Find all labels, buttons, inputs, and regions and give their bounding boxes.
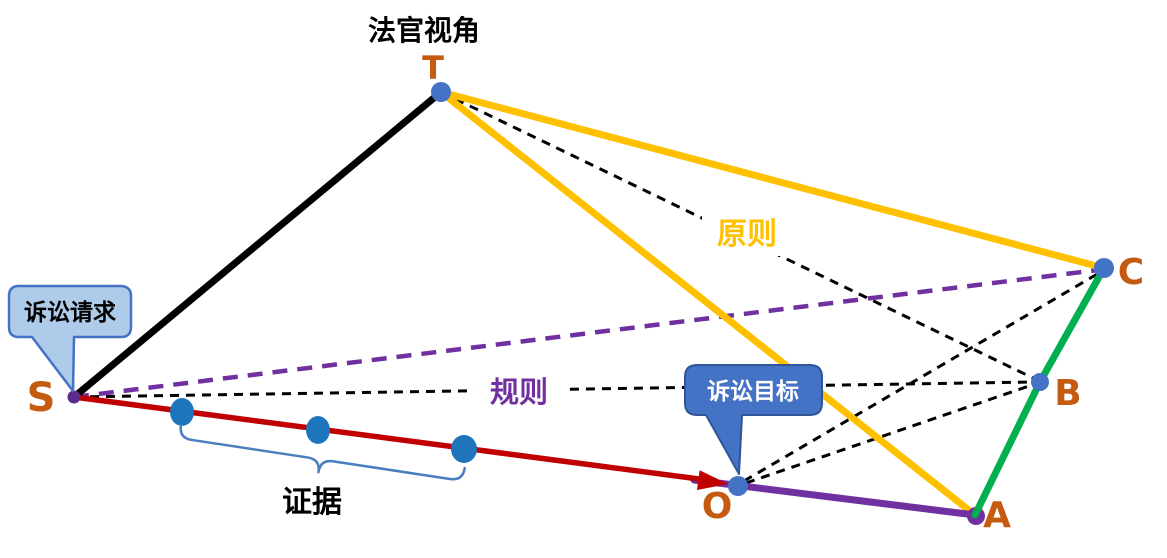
principle-line-t-c — [437, 88, 1108, 272]
diagram-title: 法官视角 — [368, 14, 480, 47]
goal-callout-label: 诉讼目标 — [707, 379, 799, 405]
claim-callout-label: 诉讼请求 — [24, 300, 116, 326]
node-b-label: B — [1054, 373, 1081, 414]
claim-callout-bubble — [7, 284, 133, 393]
node-t — [431, 82, 451, 102]
principle-label-backdrop — [702, 210, 794, 256]
node-b — [1031, 373, 1049, 391]
evidence-brace — [179, 423, 466, 481]
principle-label: 原则 — [717, 217, 777, 252]
node-o-label: O — [702, 486, 733, 527]
dashed-line-s-c — [73, 267, 1099, 400]
evidence-dot — [306, 416, 330, 444]
evidence-line-s-o — [71, 394, 702, 482]
principle-line-t-a — [437, 88, 979, 519]
node-s-label: S — [27, 375, 56, 421]
node-s — [67, 390, 81, 404]
dashed-line-o-b — [745, 383, 1033, 485]
evidence-dot — [170, 398, 194, 426]
node-c-label: C — [1118, 252, 1144, 293]
dashed-line-o-c — [743, 271, 1100, 483]
goal-callout-bubble — [684, 364, 823, 475]
node-a-label: A — [983, 495, 1011, 536]
node-t-label: T — [422, 49, 444, 87]
evidence-dot — [451, 435, 477, 463]
line-a-b-c — [971, 264, 1108, 519]
rule-label-backdrop — [474, 372, 566, 412]
claim-line-s-t — [70, 88, 445, 401]
evidence-arrowhead — [697, 470, 728, 490]
evidence-label: 证据 — [282, 485, 342, 520]
rule-label: 规则 — [490, 375, 548, 409]
node-o — [728, 476, 748, 496]
node-c — [1094, 258, 1114, 278]
